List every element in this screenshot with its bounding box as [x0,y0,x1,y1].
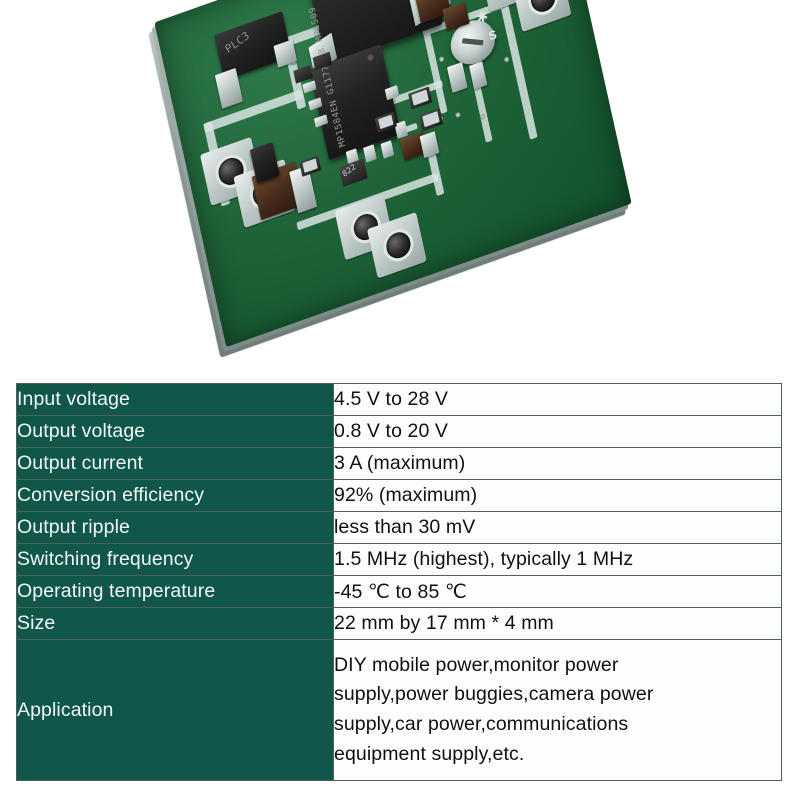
smd-resistor-822: 822 [338,158,368,187]
silkscreen-label: S [487,27,498,44]
smd-resistor [299,155,322,177]
spec-label-output-current: Output current [16,447,334,480]
spec-value-application: DIY mobile power,monitor power supply,po… [333,639,782,781]
table-row: Switching frequency 1.5 MHz (highest), t… [16,543,782,576]
application-line: supply,car power,communications [334,713,629,735]
spec-value-output-voltage: 0.8 V to 20 V [333,415,782,448]
spec-label-output-ripple: Output ripple [16,511,334,544]
pcb-board: 4R7 PLC3 MP1584EN G1177488 MPS509 [148,0,632,358]
spec-label-output-voltage: Output voltage [16,415,334,448]
spec-value-input-voltage: 4.5 V to 28 V [333,383,782,416]
application-line: equipment supply,etc. [334,742,525,765]
table-row: Size 22 mm by 17 mm * 4 mm [16,607,782,640]
diode-marking: PLC3 [223,28,252,56]
smd-resistor [418,108,444,132]
table-row: Input voltage 4.5 V to 28 V [16,383,782,416]
spec-label-conversion-efficiency: Conversion efficiency [16,479,334,512]
ic-pin1-dot [367,53,374,62]
spec-label-size: Size [16,607,334,640]
table-row: Output ripple less than 30 mV [16,511,782,544]
spec-label-input-voltage: Input voltage [16,383,334,416]
pcb-module-illustration: 4R7 PLC3 MP1584EN G1177488 MPS509 [0,0,800,380]
spec-value-conversion-efficiency: 92% (maximum) [333,479,782,512]
spec-value-size: 22 mm by 17 mm * 4 mm [333,607,782,640]
table-row-application: Application DIY mobile power,monitor pow… [16,639,782,781]
spec-value-switching-frequency: 1.5 MHz (highest), typically 1 MHz [333,543,782,576]
ic-pin [380,140,395,159]
pcb-via [503,56,510,63]
product-photo: 4R7 PLC3 MP1584EN G1177488 MPS509 [0,0,800,380]
spec-value-output-ripple: less than 30 mV [333,511,782,544]
spec-value-operating-temperature: -45 ℃ to 85 ℃ [333,575,782,608]
potentiometer-leg-2 [468,61,488,90]
specification-table-body: Input voltage 4.5 V to 28 V Output volta… [16,383,782,781]
table-row: Operating temperature -45 ℃ to 85 ℃ [16,575,782,608]
resistor-marking: 822 [340,162,358,179]
pcb-via [455,111,461,119]
ic-pin [363,144,377,163]
spec-label-application: Application [16,639,334,781]
spec-value-output-current: 3 A (maximum) [333,447,782,480]
spec-label-operating-temperature: Operating temperature [16,575,334,608]
application-line: DIY mobile power,monitor power [334,653,619,676]
pcb-trace [203,89,304,133]
table-row: Output current 3 A (maximum) [16,447,782,480]
potentiometer-leg [446,62,468,93]
table-row: Conversion efficiency 92% (maximum) [16,479,782,512]
specification-table: Input voltage 4.5 V to 28 V Output volta… [16,383,782,781]
table-row: Output voltage 0.8 V to 20 V [16,415,782,448]
smd-capacitor-terminal [419,131,440,159]
spec-label-switching-frequency: Switching frequency [16,543,334,576]
pcb-via [438,55,445,63]
application-line: supply,power buggies,camera power [334,683,654,706]
potentiometer-adjust-slot [461,38,484,46]
